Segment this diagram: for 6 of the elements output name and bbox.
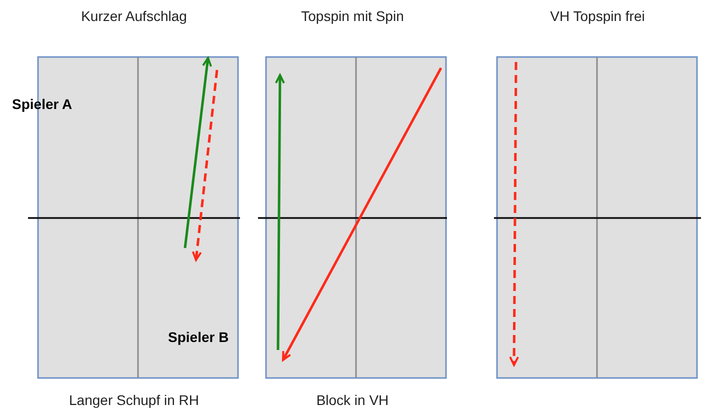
stroke-caption: Langer Schupf in RH (68, 392, 200, 408)
table-title: Topspin mit Spin (300, 8, 405, 24)
table-title: Kurzer Aufschlag (80, 8, 188, 24)
player-label: Spieler B (168, 329, 229, 345)
table-title: VH Topspin frei (549, 8, 646, 24)
stroke-caption: Block in VH (315, 392, 390, 408)
